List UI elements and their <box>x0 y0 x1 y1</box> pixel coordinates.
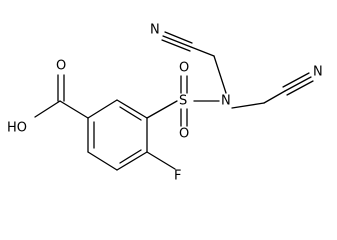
nitrile-right-3 <box>286 80 314 96</box>
nitrile-right-1 <box>284 76 312 92</box>
sulfur-label: S <box>179 94 187 109</box>
fluorine-label: F <box>174 169 181 184</box>
ring-bond-4 <box>116 151 148 171</box>
ring-bond-1 <box>87 99 118 119</box>
benzene-ring <box>87 99 148 171</box>
ring-to-f-bond <box>146 151 176 170</box>
n-ch2-top-bond <box>213 55 227 94</box>
cyanomethyl-top <box>161 31 227 94</box>
ch2-c-right-bond <box>263 90 286 104</box>
c-oh-bond <box>34 100 61 118</box>
amine-nitrogen-label: N <box>221 94 231 109</box>
nitrile-nitrogen-right-label: N <box>313 65 323 80</box>
carbonyl-oxygen-label: O <box>56 59 66 74</box>
chemical-structure: HO O S O O N F N N <box>7 23 323 184</box>
sulfonyl-oxygen-top-label: O <box>179 61 189 76</box>
carboxylic-acid-group <box>34 74 89 119</box>
ring-double-bond-3 <box>119 106 142 121</box>
ring-bond-6 <box>116 99 148 119</box>
hydroxyl-label: HO <box>7 121 27 136</box>
ring-to-s-bond <box>146 100 178 119</box>
nitrile-right-2 <box>282 72 310 88</box>
nitrile-top-1 <box>162 35 192 48</box>
nitrile-top-2 <box>164 31 193 44</box>
sulfonyl-group <box>146 75 220 127</box>
nitrile-top-3 <box>161 39 191 52</box>
ring-double-bond-2 <box>119 149 142 164</box>
ring-to-carboxyl-bond <box>59 100 89 119</box>
nitrile-nitrogen-top-label: N <box>150 23 160 38</box>
ch2-c-top-bond <box>190 46 215 57</box>
sulfonyl-oxygen-bottom-label: O <box>179 127 189 142</box>
n-ch2-right-bond <box>231 102 265 109</box>
cyanomethyl-right <box>231 72 314 109</box>
ring-bond-3 <box>87 151 118 171</box>
